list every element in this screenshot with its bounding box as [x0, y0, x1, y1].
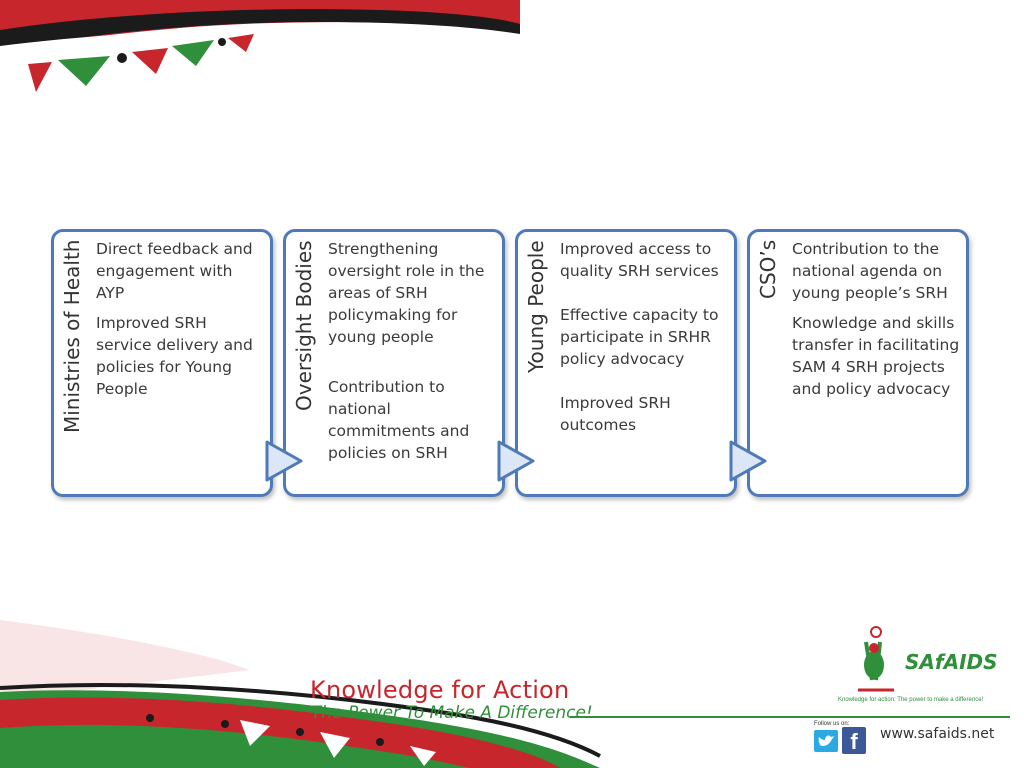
box-point: Improved SRH service delivery and polici… [96, 314, 253, 398]
box-point: Strengthening oversight role in the area… [328, 240, 485, 346]
follow-label: Follow us on: [814, 721, 850, 727]
box-title-ministries: Ministries of Health [60, 240, 84, 434]
box-point: Improved SRH outcomes [560, 394, 671, 434]
bottom-bunting-decoration [0, 620, 601, 768]
chevron-right-icon [729, 440, 767, 482]
footer-title: Knowledge for Action [310, 676, 570, 704]
facebook-icon[interactable]: f [842, 727, 866, 754]
box-point: Improved access to quality SRH services [560, 240, 719, 280]
website-link[interactable]: www.safaids.net [880, 726, 995, 742]
box-point: Contribution to national commitments and… [328, 378, 470, 462]
stakeholder-box-oversight: Oversight Bodies Strengthening oversight… [283, 229, 505, 497]
box-point: Contribution to the national agenda on y… [792, 240, 948, 302]
footer-tagline: The Power To Make A Difference! [311, 703, 593, 723]
chevron-right-icon [497, 440, 535, 482]
safaids-logo-icon [858, 626, 894, 692]
box-point: Effective capacity to participate in SRH… [560, 306, 719, 368]
twitter-icon[interactable] [814, 730, 838, 752]
stakeholder-box-csos: CSO’s Contribution to the national agend… [747, 229, 969, 497]
box-point: Direct feedback and engagement with AYP [96, 240, 253, 302]
footer-divider [570, 716, 1010, 718]
brand-name: SAfAIDS [905, 650, 998, 674]
top-bunting-decoration [0, 0, 520, 92]
stakeholder-box-ministries: Ministries of Health Direct feedback and… [51, 229, 273, 497]
chevron-right-icon [265, 440, 303, 482]
brand-tagline: Knowledge for action: The power to make … [838, 697, 984, 703]
stakeholder-box-young-people: Young People Improved access to quality … [515, 229, 737, 497]
box-point: Knowledge and skills transfer in facilit… [792, 314, 960, 398]
